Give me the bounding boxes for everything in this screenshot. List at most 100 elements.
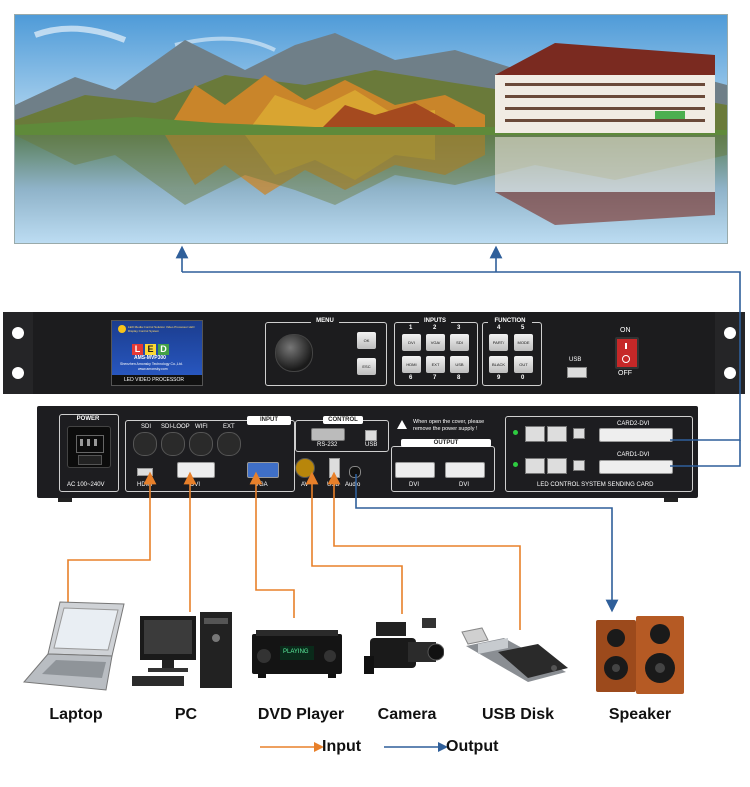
dvi-input-label: DVI — [190, 482, 201, 488]
usb-disk-label: USB Disk — [481, 706, 555, 723]
menu-esc-button[interactable]: ESC — [357, 358, 376, 375]
front-display: LED Media Control Solution Video Process… — [111, 320, 203, 386]
rear-input-label: INPUT — [247, 416, 291, 425]
input-lines — [67, 471, 521, 630]
rack-ear-left — [3, 312, 33, 394]
audio-label: Audio — [345, 482, 361, 488]
led-screen-photo — [14, 14, 728, 244]
sdi-loop-port-label: SDI-LOOP — [161, 424, 190, 430]
audio-port[interactable] — [349, 466, 361, 478]
speaker-icon — [596, 616, 684, 694]
camera-icon — [364, 618, 444, 674]
dvi-output-port-2[interactable] — [445, 462, 485, 478]
card1-dvi-port[interactable] — [599, 460, 673, 474]
control-label: CONTROL — [323, 416, 363, 424]
control-usb-label: USB — [365, 442, 378, 448]
rear-foot-left — [58, 498, 72, 502]
camera-label: Camera — [377, 706, 437, 723]
input-section — [125, 420, 295, 492]
pc-label: PC — [174, 706, 198, 723]
function-mode-button[interactable]: MODE — [514, 334, 533, 351]
legend-input-label: Input — [322, 738, 362, 755]
inputs-label: INPUTS — [419, 317, 451, 325]
power-switch[interactable] — [615, 337, 639, 369]
processor-rear-panel: POWER AC 100~240V INPUT SDI SDI-LOOP WIF… — [37, 406, 698, 498]
ac-power-socket[interactable] — [67, 426, 111, 468]
function-black-button[interactable]: BLACK — [489, 356, 508, 373]
menu-knob[interactable] — [275, 334, 313, 372]
legend-output-arrow — [384, 742, 448, 752]
display-model: AMS-MVP300 — [134, 355, 166, 361]
usb-disk-icon — [461, 627, 568, 682]
dvi-output-label-2: DVI — [459, 482, 470, 488]
card2-usb-port[interactable] — [573, 428, 585, 439]
front-usb-port[interactable] — [567, 367, 587, 378]
card1-usb-port[interactable] — [573, 460, 585, 471]
card1-label: CARD1-DVI — [617, 452, 650, 458]
input-num-3: 3 — [457, 325, 461, 331]
pc-icon — [132, 612, 232, 688]
input-num-1: 1 — [409, 325, 413, 331]
sdi-port-label: SDI — [141, 424, 152, 430]
ac-voltage-label: AC 100~240V — [67, 482, 105, 488]
laptop-label: Laptop — [49, 706, 103, 723]
menu-label: MENU — [311, 317, 339, 325]
input-ext-button[interactable]: EXT — [426, 356, 445, 373]
dvi-output-label-1: DVI — [409, 482, 420, 488]
output-lines — [175, 245, 741, 613]
power-label: POWER — [71, 415, 105, 423]
ext-port[interactable] — [217, 432, 241, 456]
display-caption: LED VIDEO PROCESSOR — [124, 377, 185, 383]
dvd-display-text: PLAYING — [283, 649, 309, 655]
input-usb-button[interactable]: USB — [450, 356, 469, 373]
input-dvi-button[interactable]: DVI — [402, 334, 421, 351]
display-logo-icon — [118, 325, 126, 333]
wifi-port[interactable] — [189, 432, 213, 456]
sdi-port[interactable] — [133, 432, 157, 456]
card2-label: CARD2-DVI — [617, 421, 650, 427]
function-out-button[interactable]: OUT — [514, 356, 533, 373]
rs232-label: RS-232 — [317, 442, 338, 448]
vga-label: VGA — [255, 482, 268, 488]
dvd-player-label: DVD Player — [257, 706, 345, 723]
warning-text: When open the cover, please remove the p… — [413, 419, 485, 432]
card1-ethernet-port-b[interactable] — [547, 458, 567, 474]
dvd-player-icon — [252, 630, 342, 678]
card1-ethernet-port[interactable] — [525, 458, 545, 474]
av-label: AV — [301, 482, 309, 488]
wifi-port-label: WIFI — [195, 424, 208, 430]
control-usb-port[interactable] — [365, 430, 377, 441]
display-company: Shenzhen Amonsky Technology Co.,Ltd. — [120, 362, 183, 366]
menu-ok-button[interactable]: OK — [357, 332, 376, 349]
display-website: www.amonsky.com — [138, 367, 168, 371]
power-off-label: OFF — [618, 370, 632, 377]
function-num-4: 4 — [497, 325, 501, 331]
speaker-label: Speaker — [608, 706, 672, 723]
legend-input-arrow — [260, 742, 324, 752]
input-hdmi-button[interactable]: HDMI — [402, 356, 421, 373]
function-label: FUNCTION — [488, 317, 532, 325]
legend-output-label: Output — [446, 738, 499, 755]
input-num-7: 7 — [433, 375, 437, 381]
card2-dvi-port[interactable] — [599, 428, 673, 442]
card2-ethernet-port[interactable] — [525, 426, 545, 442]
display-small-text: LED Media Control Solution Video Process… — [128, 325, 195, 333]
sending-card-section — [505, 416, 693, 492]
card1-led-icon — [513, 462, 518, 467]
sending-card-label: LED CONTROL SYSTEM SENDING CARD — [537, 482, 654, 488]
card2-ethernet-port-b[interactable] — [547, 426, 567, 442]
hdmi-label: HDMI — [137, 482, 153, 488]
processor-front-panel: LED Media Control Solution Video Process… — [3, 312, 745, 394]
warning-icon — [397, 420, 407, 429]
dvi-output-port-1[interactable] — [395, 462, 435, 478]
rear-foot-right — [664, 498, 678, 502]
rear-usb-label: USB — [327, 482, 340, 488]
function-num-5: 5 — [521, 325, 525, 331]
ext-port-label: EXT — [223, 424, 235, 430]
front-usb-label: USB — [569, 357, 582, 363]
rs232-port[interactable] — [311, 428, 345, 441]
sdi-loop-port[interactable] — [161, 432, 185, 456]
input-sdi-button[interactable]: SDI — [450, 334, 469, 351]
